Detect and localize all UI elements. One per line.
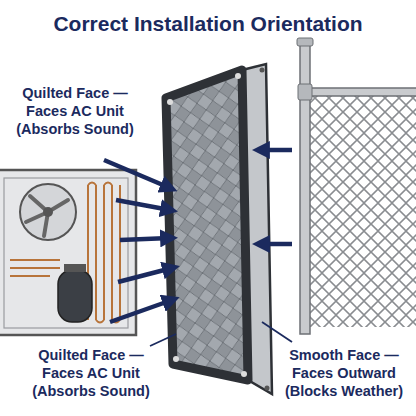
sound-panel [166, 64, 272, 394]
copper-coil [10, 183, 120, 323]
sound-arrows [104, 160, 172, 322]
callout-label: Quilted Face — Faces AC Unit (Absorbs So… [22, 346, 160, 400]
weather-arrows [260, 150, 292, 244]
callout-label: Smooth Face — Faces Outward (Blocks Weat… [275, 346, 413, 400]
diagram-title: Correct Installation Orientation [0, 12, 416, 36]
compressor [58, 270, 92, 322]
ac-unit [0, 170, 136, 335]
chain-link-fence [297, 38, 416, 334]
callout-label: Quilted Face — Faces AC Unit (Absorbs So… [6, 84, 144, 138]
leader-line [150, 322, 292, 346]
